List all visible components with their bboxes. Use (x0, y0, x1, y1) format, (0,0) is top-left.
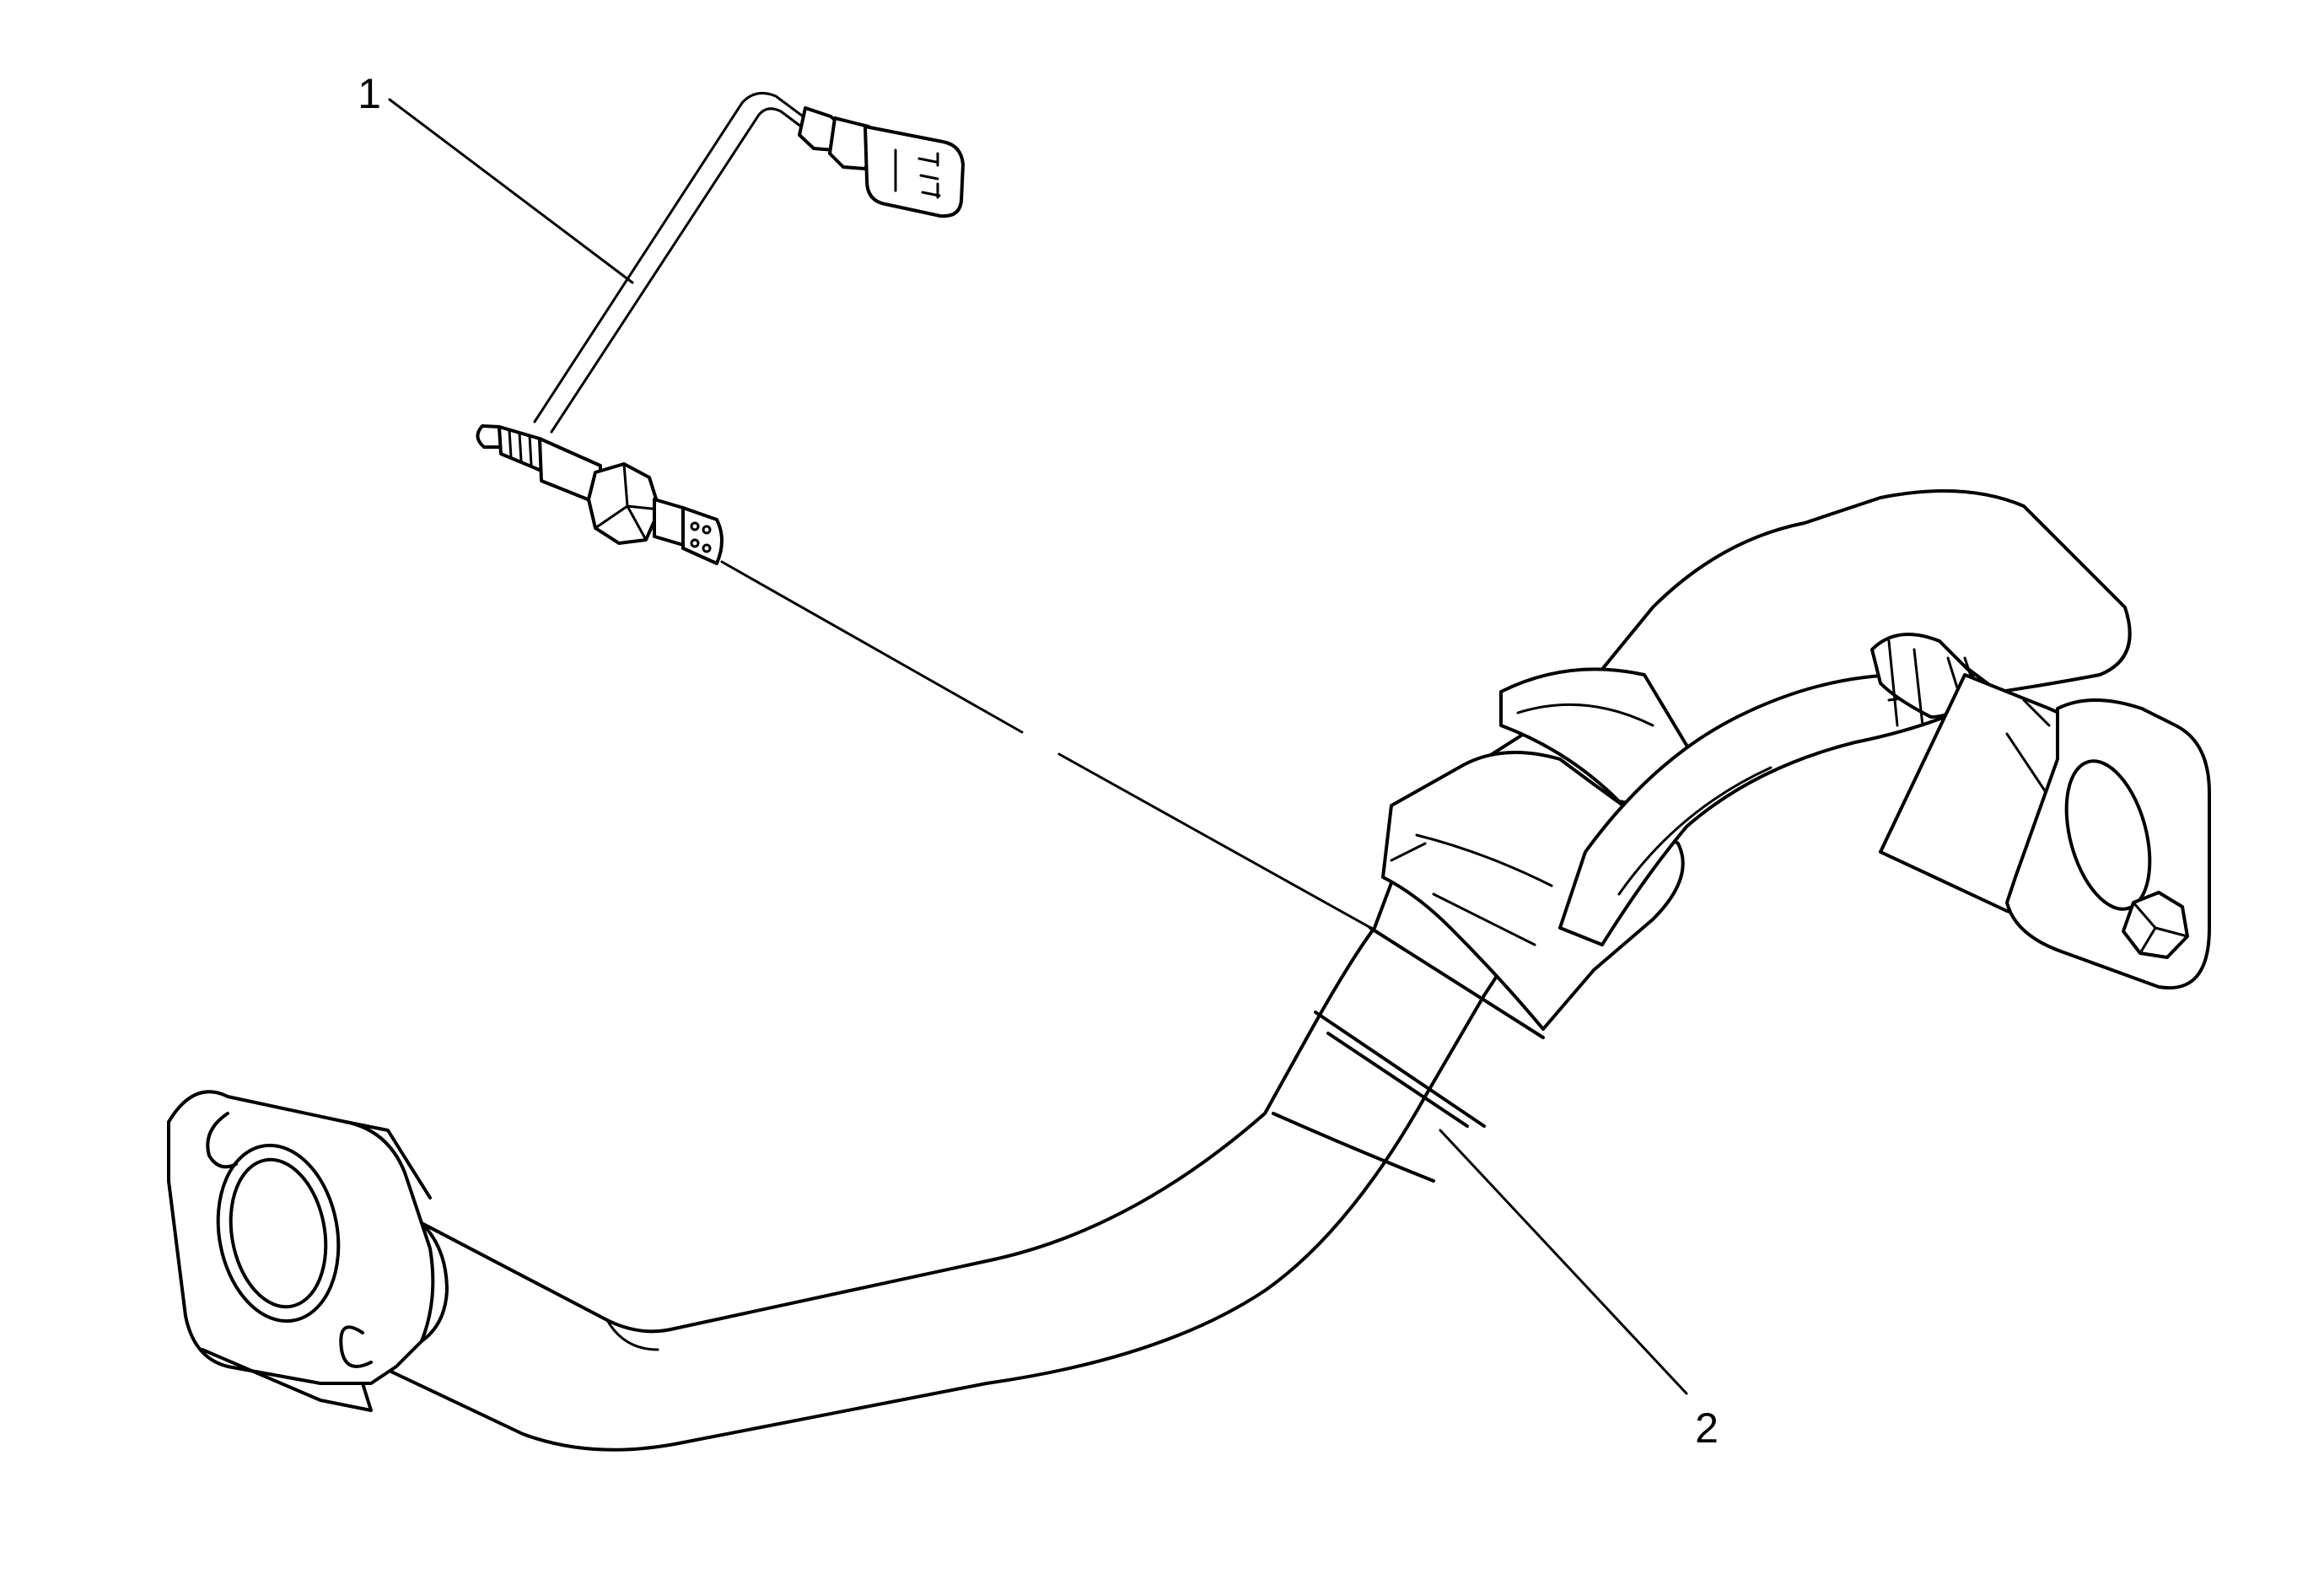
leader-line-2 (1439, 1129, 1688, 1395)
pipe-body (361, 489, 2132, 1452)
exhaust-pipe (167, 489, 2211, 1452)
leader-line-sensor-to-pipe (720, 560, 1024, 734)
sensor-body (476, 424, 724, 565)
front-flange (167, 1090, 449, 1412)
callout-label-2: 2 (1695, 1404, 1719, 1452)
sensor-connector (798, 106, 965, 218)
sensor-wire (533, 91, 810, 434)
rear-flange (2005, 698, 2211, 990)
leader-lines (388, 98, 1688, 1395)
callout-label-1: 1 (358, 70, 381, 117)
callout-labels: 1 2 (358, 70, 1719, 1452)
leader-line-1 (388, 98, 634, 284)
oxygen-sensor (476, 91, 965, 565)
leader-line-sensor-to-pipe-2 (1057, 752, 1385, 936)
